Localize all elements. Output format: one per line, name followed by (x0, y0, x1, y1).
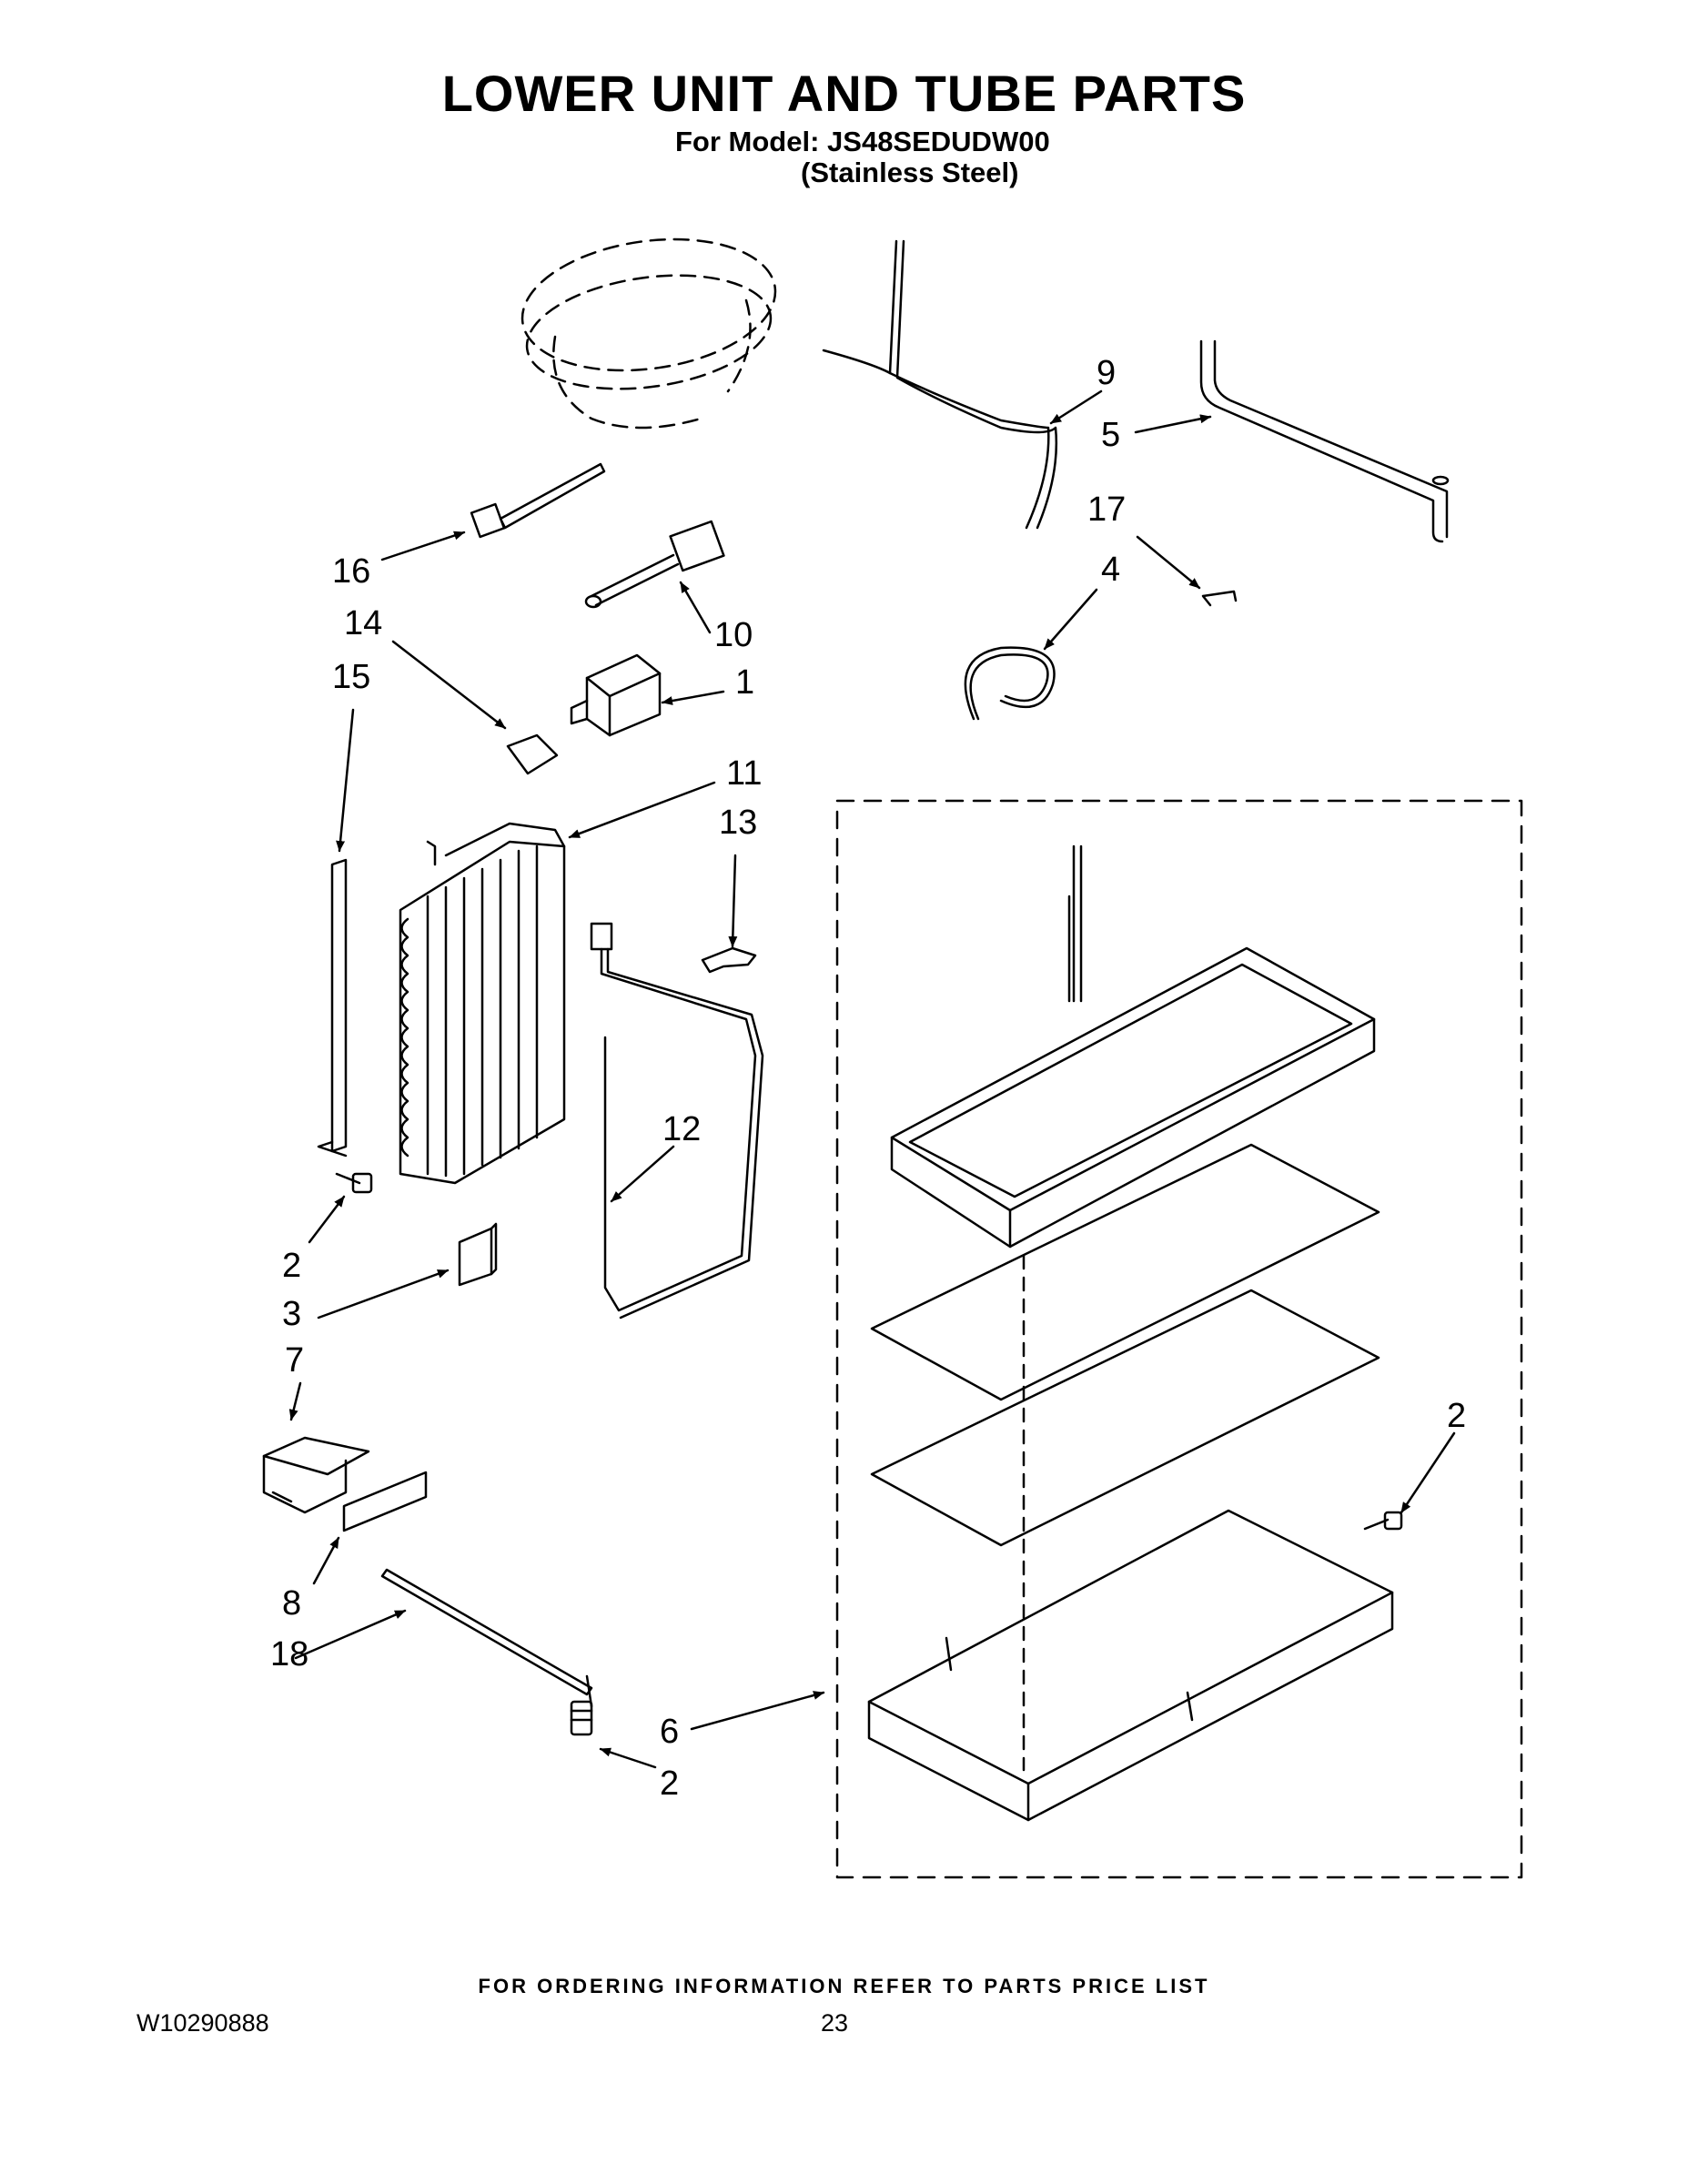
variant-line: (Stainless Steel) (801, 157, 1019, 188)
callout-label: 12 (662, 1110, 701, 1148)
insulation-sheet-1 (870, 1143, 1380, 1401)
page-title: LOWER UNIT AND TUBE PARTS (441, 65, 1247, 122)
callout-label: 10 (714, 616, 753, 654)
part-2-screw-left (335, 1172, 373, 1194)
part-11-condenser (399, 822, 566, 1185)
part-18-rail (380, 1568, 593, 1708)
callout-label: 2 (1447, 1397, 1466, 1435)
callout-label: 18 (270, 1635, 308, 1673)
part-2-screw-bottom (570, 1700, 593, 1736)
part-10-sensor (584, 520, 725, 609)
part-4-coil (964, 646, 1056, 721)
insulation-sheet-2 (870, 1289, 1380, 1547)
callout-label: 17 (1087, 490, 1126, 529)
callout-label: 2 (282, 1247, 301, 1285)
callout-label: 6 (660, 1713, 679, 1751)
callout-arrows (288, 389, 1456, 1769)
callout-label: 1 (735, 663, 754, 702)
drain-pan (890, 946, 1376, 1249)
part-7-bracket (262, 1436, 370, 1514)
callout-label: 5 (1101, 416, 1120, 454)
compressor-outline (521, 238, 777, 430)
part-2-screw-right (1363, 1511, 1403, 1531)
part-6-assembly-boundary (835, 799, 1523, 1879)
part-16-cable-tie (470, 462, 606, 539)
document-number: W10290888 (136, 2009, 269, 2037)
page-number: 23 (821, 2009, 849, 2037)
part-17-clip (1201, 590, 1238, 607)
part-5-tube (1199, 339, 1450, 543)
ordering-note: FOR ORDERING INFORMATION REFER TO PARTS … (478, 1975, 1210, 1997)
callout-label: 9 (1097, 354, 1116, 392)
model-line: For Model: JS48SEDUDW00 (675, 126, 1050, 157)
callout-label: 7 (285, 1341, 304, 1380)
callout-label: 15 (332, 658, 370, 696)
callout-label: 13 (719, 804, 757, 842)
callout-label: 2 (660, 1764, 679, 1803)
part-15-strap (317, 858, 348, 1158)
base-pan (867, 1509, 1394, 1822)
callout-label: 3 (282, 1295, 301, 1333)
part-3-bracket (458, 1222, 498, 1287)
part-14-plate (506, 733, 559, 775)
callout-label: 4 (1101, 551, 1120, 589)
callout-label: 8 (282, 1584, 301, 1623)
assembly-tubes (1067, 844, 1083, 1003)
callout-label: 14 (344, 604, 382, 642)
part-9-tube (822, 239, 1058, 530)
callout-label: 16 (332, 552, 370, 591)
part-8-plate (342, 1471, 428, 1532)
part-13-clip (701, 946, 757, 974)
part-1-bracket (570, 653, 662, 737)
callout-label: 11 (726, 754, 762, 793)
part-12-heater (590, 922, 764, 1320)
